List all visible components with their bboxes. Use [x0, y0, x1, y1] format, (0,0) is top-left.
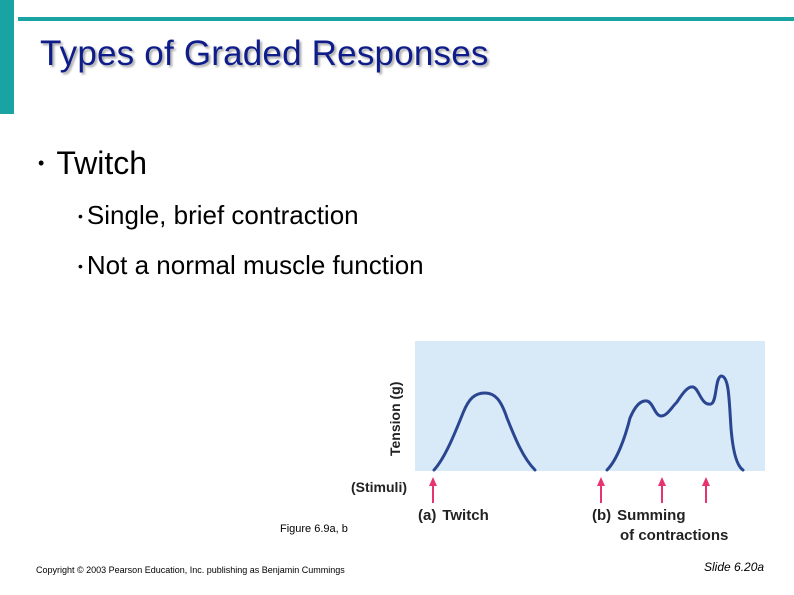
stimulus-arrow-icon [658, 477, 666, 503]
figure-caption: Figure 6.9a, b [280, 523, 348, 535]
top-accent-bar [18, 17, 794, 21]
sub-bullet-single: •Single, brief contraction [78, 200, 359, 231]
copyright-notice: Copyright © 2003 Pearson Education, Inc.… [36, 565, 345, 575]
sub-bullet-text: Single, brief contraction [86, 200, 359, 230]
panel-b-text-line2: of contractions [620, 527, 728, 544]
sub-bullet-text: Not a normal muscle function [86, 250, 424, 280]
y-axis-label: Tension (g) [387, 382, 403, 456]
panel-a-label: (a) Twitch [418, 507, 489, 524]
sub-bullet-not-normal: •Not a normal muscle function [78, 250, 424, 281]
stimulus-arrow-icon [429, 477, 437, 503]
left-accent-bar [0, 0, 14, 114]
stimuli-label: (Stimuli) [351, 479, 407, 495]
stimulus-arrow-icon [597, 477, 605, 503]
panel-b-text-line1: Summing [617, 507, 685, 524]
panel-b-letter: (b) [592, 507, 611, 524]
bullet-dot-icon: • [78, 208, 83, 224]
bullet-dot-icon: • [38, 153, 45, 173]
stimulus-arrow-icon [702, 477, 710, 503]
bullet-text: Twitch [56, 145, 147, 181]
summation-curve [605, 374, 745, 472]
figure-panel-background [415, 341, 765, 471]
panel-b-label: (b) Summing [592, 507, 686, 524]
panel-a-letter: (a) [418, 507, 436, 524]
panel-a-text: Twitch [442, 507, 488, 524]
bullet-twitch: • Twitch [38, 145, 147, 182]
slide-number: Slide 6.20a [704, 560, 765, 574]
bullet-dot-icon: • [78, 258, 83, 274]
twitch-curve [432, 391, 537, 472]
twitch-figure: Tension (g) (Stimuli) (a) Twitch (b) Summi… [351, 341, 765, 544]
stimulus-arrows [429, 477, 710, 503]
slide-title: Types of Graded Responses [40, 34, 489, 73]
